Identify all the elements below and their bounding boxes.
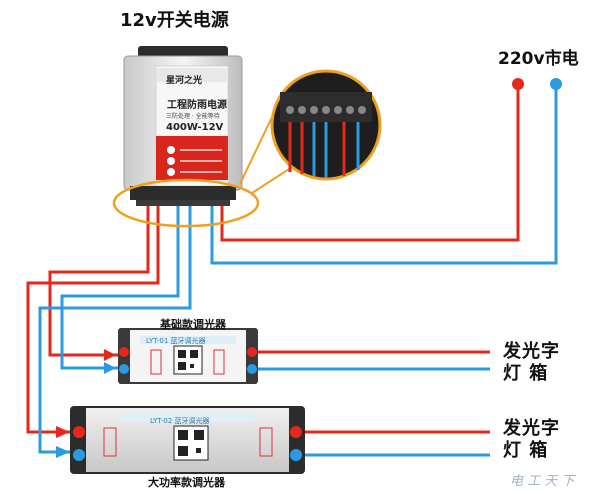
power-supply-title: 12v开关电源 xyxy=(120,10,229,31)
mains-live-terminal xyxy=(512,78,524,90)
psu-rating: 400W-12V xyxy=(166,122,224,133)
flow-arrows xyxy=(56,349,116,458)
high-power-dimmer-model: LYT-02 蓝牙调光器 xyxy=(150,417,210,425)
psu-red-label xyxy=(156,136,228,180)
mains-label: 220v市电 xyxy=(498,49,579,69)
sign-label-1: 发光字 灯 箱 xyxy=(503,341,560,385)
sign-label-2-line2: 灯 箱 xyxy=(503,440,549,461)
psu-brand: 星河之光 xyxy=(166,76,203,86)
dc-wires xyxy=(26,205,192,454)
sign-label-1-line1: 发光字 xyxy=(503,341,560,362)
basic-dimmer-label: 基础款调光器 xyxy=(160,318,226,331)
basic-dimmer-model: LYT-01 蓝牙调光器 xyxy=(146,337,206,345)
dimmer-basic xyxy=(118,328,258,384)
mains-neutral-terminal xyxy=(550,78,562,90)
psu-subtitle: 三防处理 · 全能等待 xyxy=(166,113,220,120)
mains-wires xyxy=(210,78,562,265)
terminal-zoom xyxy=(270,69,382,181)
dimmer-high-power xyxy=(70,406,305,474)
sign-label-2-line1: 发光字 xyxy=(503,418,560,439)
zoom-terminal-screws xyxy=(286,106,366,114)
watermark: 电 工 天 下 xyxy=(510,474,575,489)
sign-label-1-line2: 灯 箱 xyxy=(503,363,549,384)
terminal-highlight-ellipse xyxy=(112,178,260,228)
power-supply xyxy=(123,46,243,206)
psu-top-bracket xyxy=(138,46,228,58)
sign-label-2: 发光字 灯 箱 xyxy=(503,418,560,462)
psu-terminal-strip xyxy=(130,186,236,200)
high-power-dimmer-label: 大功率款调光器 xyxy=(148,476,225,489)
psu-name: 工程防雨电源 xyxy=(167,100,227,111)
sign-wires xyxy=(258,350,490,457)
